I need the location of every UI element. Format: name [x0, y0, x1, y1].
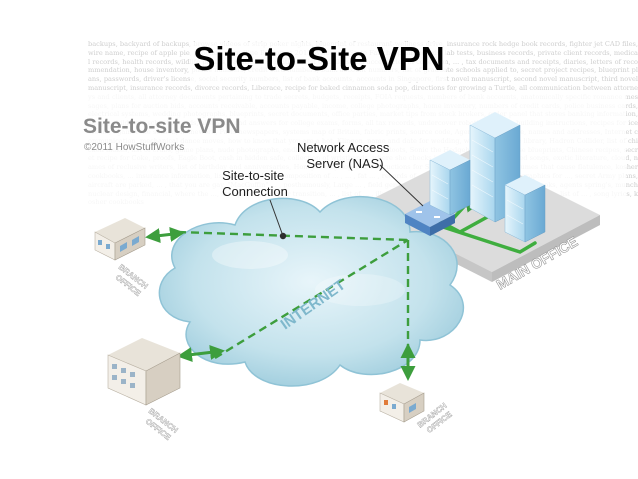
connection-label-line2: Connection	[222, 184, 288, 199]
main-office-buildings	[429, 112, 546, 243]
slide-title: Site-to-Site VPN	[193, 40, 445, 77]
nas-label-line2: Server (NAS)	[306, 156, 383, 171]
diagram-credit: ©2011 HowStuffWorks	[84, 142, 184, 153]
branch-office-top-building	[94, 218, 146, 261]
diagram-heading: Site-to-site VPN	[83, 115, 241, 138]
connection-label-line1: Site-to-site	[222, 168, 284, 183]
connection-leader	[269, 199, 284, 237]
title-underlay	[190, 42, 446, 82]
vpn-link-branch-left	[214, 238, 409, 360]
internet-cloud	[158, 196, 464, 387]
branch-office-bottom-building	[379, 383, 425, 423]
nas-label-line1: Network Access	[297, 140, 390, 155]
nas-leader	[379, 164, 424, 207]
nas-label: Network Access Server (NAS)	[297, 140, 393, 171]
connection-label: Site-to-site Connection	[222, 168, 288, 199]
branch-office-left-building	[107, 338, 181, 406]
